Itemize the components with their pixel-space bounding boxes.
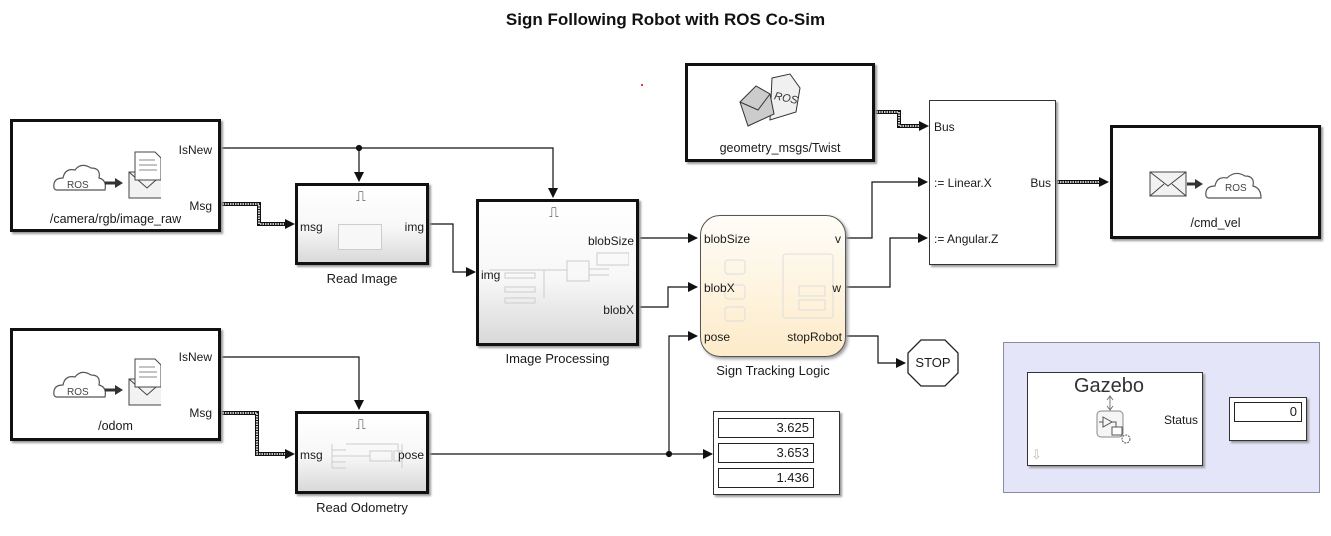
ros-subscribe-icon — [53, 358, 161, 406]
message-type-label: geometry_msgs/Twist — [719, 141, 841, 155]
port-blobx: blobX — [704, 281, 735, 295]
port-img: img — [481, 268, 501, 282]
port-stoprobot: stopRobot — [787, 330, 842, 344]
bus-assignment-block[interactable]: Bus := Linear.X := Angular.Z Bus — [929, 100, 1056, 265]
trigger-icon: ⎍ — [356, 416, 366, 432]
port-status: Status — [1163, 413, 1198, 427]
subsystem-preview — [338, 224, 382, 250]
port-blobsize: blobSize — [704, 232, 751, 246]
cloud-text: ROS — [1225, 183, 1247, 194]
bus-cmd-vel — [1055, 177, 1109, 187]
read-image-subsystem[interactable]: ⎍ msg img — [295, 183, 429, 265]
sign-tracking-label: Sign Tracking Logic — [716, 363, 830, 378]
gazebo-pacer-block[interactable]: Gazebo ⇩ Status — [1027, 372, 1203, 466]
port-bus-out: Bus — [1030, 176, 1051, 190]
port-msg: msg — [300, 448, 323, 462]
port-msg: Msg — [189, 406, 212, 420]
signal-camera-isnew — [220, 147, 558, 198]
port-blobsize: blobSize — [587, 234, 634, 248]
port-v: v — [835, 232, 841, 246]
signal-v — [845, 177, 928, 239]
port-pose: pose — [704, 330, 731, 344]
stop-label: STOP — [915, 355, 951, 370]
bus-blank-msg — [874, 110, 929, 131]
ros-publish-icon — [1149, 171, 1262, 199]
port-w: w — [832, 281, 841, 295]
model-title: Sign Following Robot with ROS Co-Sim — [505, 10, 826, 29]
topic-label: /odom — [98, 419, 133, 433]
display-value: 0 — [1234, 402, 1302, 422]
signal-w — [845, 233, 928, 288]
signal-img — [428, 223, 476, 277]
display-value: 3.653 — [718, 443, 814, 463]
signal-blobx — [638, 282, 698, 308]
stop-block[interactable] — [906, 339, 960, 387]
port-img: img — [404, 220, 424, 234]
subsystem-preview — [331, 443, 403, 469]
subsystem-preview — [489, 252, 629, 304]
down-arrow-icon: ⇩ — [1031, 447, 1042, 462]
port-bus-in: Bus — [934, 120, 955, 134]
signal-stoprobot — [845, 335, 906, 368]
trigger-icon: ⎍ — [356, 188, 366, 204]
image-processing-subsystem[interactable]: ⎍ img blobSize blobX — [476, 199, 639, 346]
chart-preview — [724, 253, 834, 322]
trigger-icon: ⎍ — [549, 204, 559, 220]
ros-subscribe-icon — [53, 151, 161, 199]
gazebo-sim-icon — [1096, 395, 1131, 444]
port-isnew: IsNew — [178, 350, 212, 364]
topic-label: /cmd_vel — [1190, 216, 1241, 230]
port-linear-x: := Linear.X — [934, 176, 992, 190]
odom-subscriber-block[interactable]: ROS IsNew Msg /odom — [10, 328, 221, 441]
cloud-text: ROS — [67, 387, 89, 398]
signal-pose-branch — [668, 331, 698, 454]
pose-display-block[interactable]: 3.625 3.653 1.436 — [713, 411, 840, 495]
sign-tracking-chart[interactable]: blobSize blobX pose v w stopRobot — [700, 215, 846, 357]
image-processing-label: Image Processing — [505, 351, 610, 366]
signal-odom-isnew — [220, 356, 364, 410]
bus-odom-msg — [220, 411, 295, 459]
read-image-label: Read Image — [326, 271, 398, 286]
port-blobx: blobX — [603, 303, 634, 317]
ros-message-icon: ROS — [739, 73, 801, 127]
camera-subscriber-block[interactable]: ROS IsNew Msg /camera/rgb/image_raw — [10, 119, 221, 232]
cloud-text: ROS — [67, 180, 89, 191]
status-display-block[interactable]: 0 — [1229, 397, 1307, 441]
port-msg: Msg — [189, 199, 212, 213]
port-angular-z: := Angular.Z — [934, 232, 999, 246]
display-value: 1.436 — [718, 468, 814, 488]
bus-camera-msg — [220, 202, 295, 229]
port-msg: msg — [300, 220, 323, 234]
port-pose: pose — [397, 448, 424, 462]
read-odometry-subsystem[interactable]: ⎍ msg pose — [295, 411, 429, 494]
blank-message-block[interactable]: ROS geometry_msgs/Twist — [685, 63, 875, 162]
topic-label: /camera/rgb/image_raw — [49, 212, 182, 226]
cmd-vel-publisher-block[interactable]: ROS /cmd_vel — [1110, 125, 1321, 239]
port-isnew: IsNew — [178, 143, 212, 157]
display-value: 3.625 — [718, 418, 814, 438]
svg-text:ROS: ROS — [773, 90, 799, 107]
gazebo-title: Gazebo — [1074, 375, 1145, 397]
read-odometry-label: Read Odometry — [316, 500, 408, 515]
